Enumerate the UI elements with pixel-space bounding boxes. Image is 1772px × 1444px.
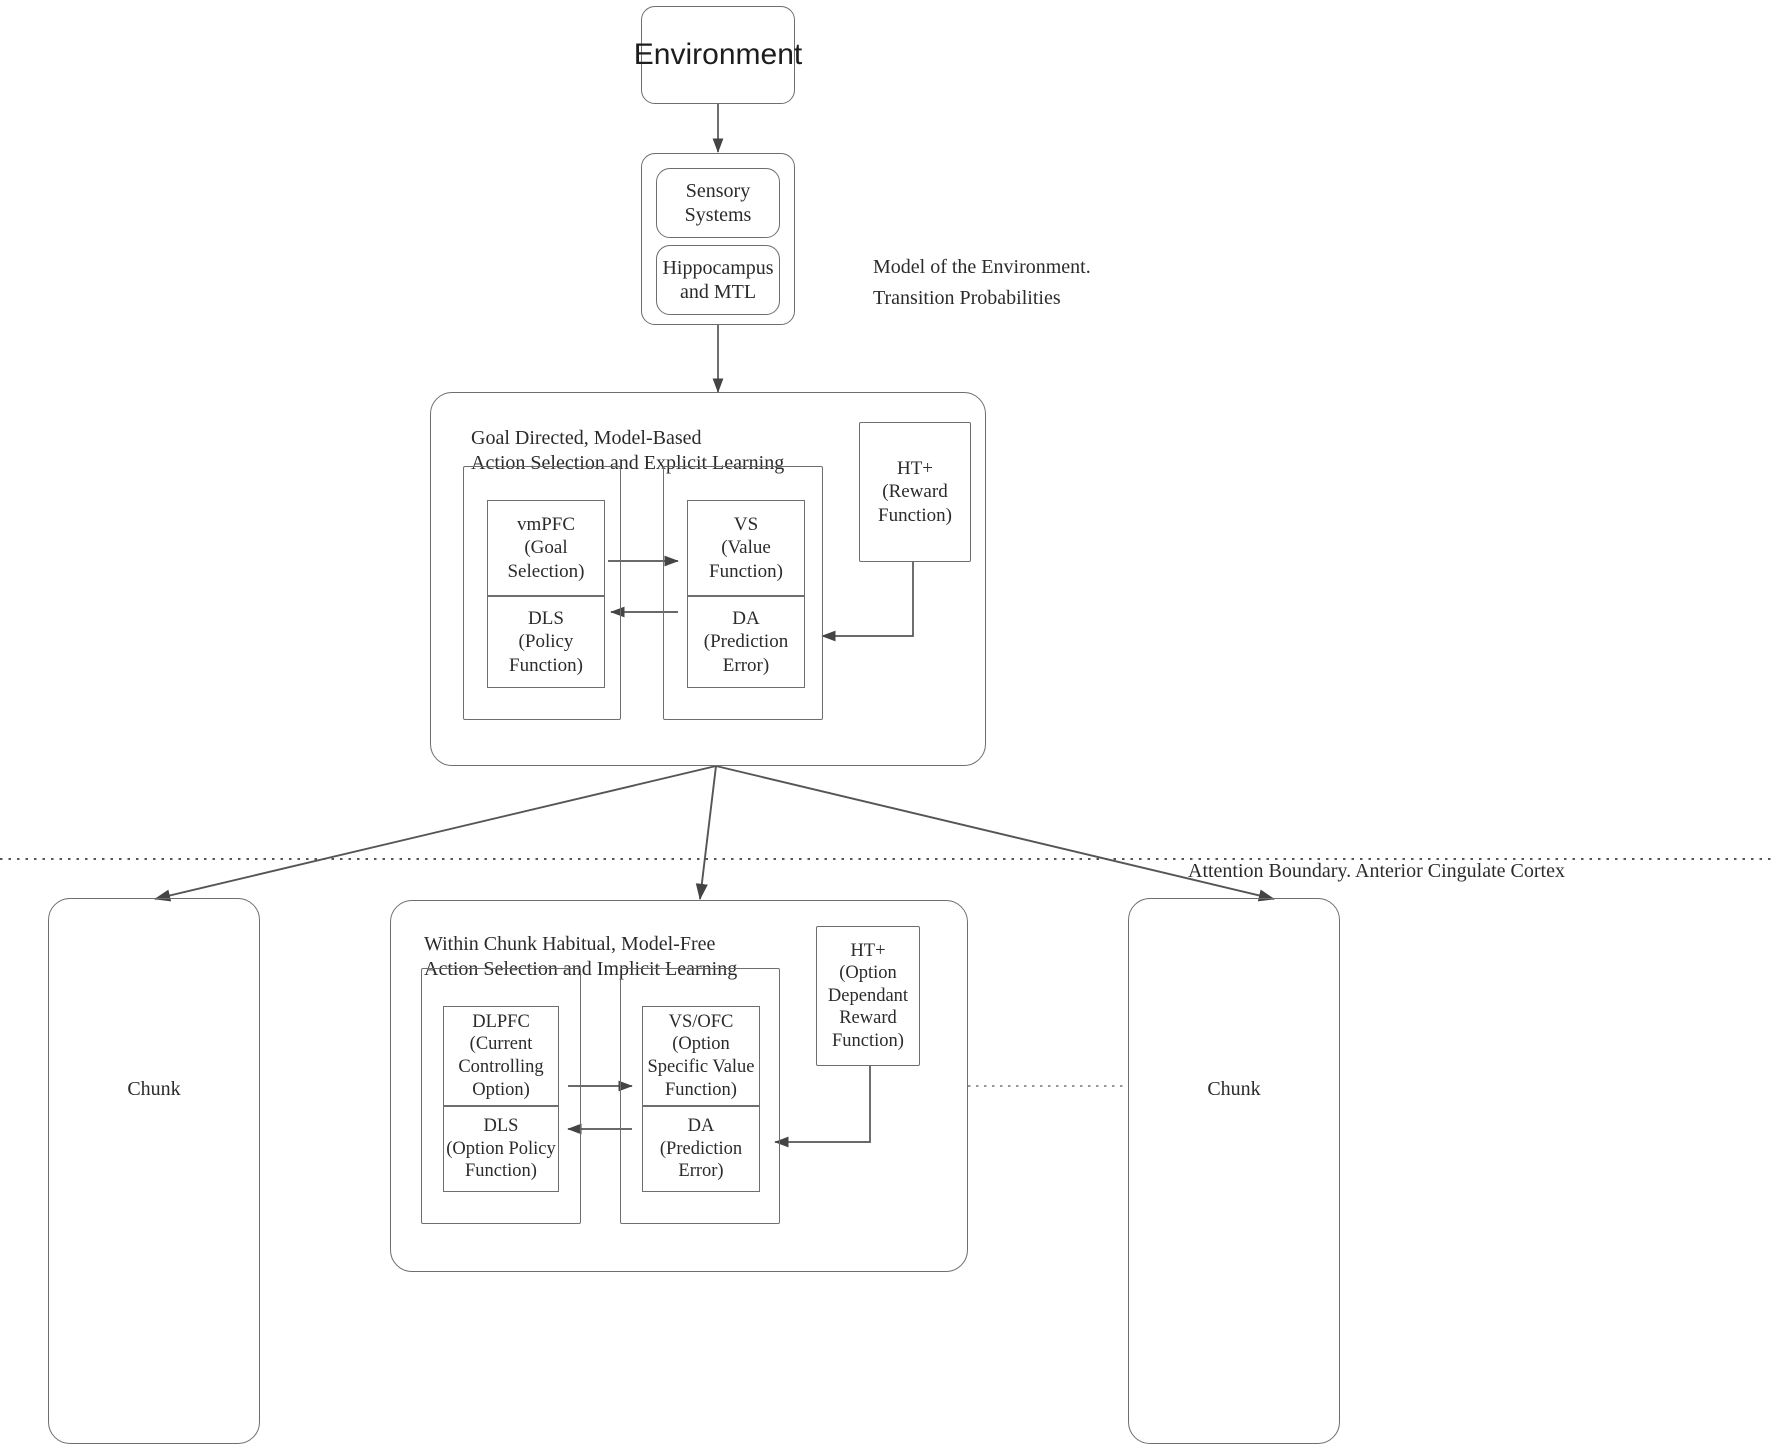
goal-directed-module-title: Goal Directed, Model-Based Action Select… bbox=[471, 427, 785, 474]
goal-left-frame bbox=[463, 466, 621, 720]
habitual-module[interactable] bbox=[390, 900, 968, 1272]
dls-option-policy-node[interactable]: DLS (Option Policy Function) bbox=[443, 1106, 559, 1192]
ht-reward-function-node[interactable]: HT+ (Reward Function) bbox=[859, 422, 971, 562]
sensory-systems-node[interactable]: Sensory Systems bbox=[656, 168, 780, 238]
dls-policy-node[interactable]: DLS (Policy Function) bbox=[487, 596, 605, 688]
dlpfc-label: DLPFC (Current Controlling Option) bbox=[458, 1011, 544, 1100]
sensory-systems-label: Sensory Systems bbox=[684, 179, 752, 226]
right-chunk-node[interactable]: Chunk bbox=[1128, 898, 1340, 1444]
right-chunk-label: Chunk bbox=[1207, 1078, 1261, 1100]
left-chunk-node[interactable]: Chunk bbox=[48, 898, 260, 1444]
habitual-right-frame bbox=[620, 968, 780, 1224]
arrow-module-to-habitual-module bbox=[695, 765, 717, 900]
dls-policy-label: DLS (Policy Function) bbox=[509, 608, 583, 676]
da-prediction-error-label: DA (Prediction Error) bbox=[703, 608, 789, 676]
goal-directed-module[interactable] bbox=[430, 392, 986, 766]
goal-right-frame bbox=[663, 466, 823, 720]
arrow-module-to-left-chunk bbox=[154, 765, 717, 902]
da-prediction-error-option-label: DA (Prediction Error) bbox=[659, 1116, 743, 1182]
attention-boundary-caption: Attention Boundary. Anterior Cingulate C… bbox=[1188, 860, 1565, 882]
perception-container bbox=[641, 153, 795, 325]
vmpfc-label: vmPFC (Goal Selection) bbox=[507, 514, 585, 582]
vs-ofc-label: VS/OFC (Option Specific Value Function) bbox=[647, 1011, 755, 1100]
da-prediction-error-node[interactable]: DA (Prediction Error) bbox=[687, 596, 805, 688]
dls-option-policy-label: DLS (Option Policy Function) bbox=[446, 1116, 556, 1182]
vs-value-node[interactable]: VS (Value Function) bbox=[687, 500, 805, 596]
ht-option-reward-node[interactable]: HT+ (Option Dependant Reward Function) bbox=[816, 926, 920, 1066]
da-prediction-error-option-node[interactable]: DA (Prediction Error) bbox=[642, 1106, 760, 1192]
model-of-environment-annotation: Model of the Environment. Transition Pro… bbox=[873, 256, 1091, 309]
dlpfc-node[interactable]: DLPFC (Current Controlling Option) bbox=[443, 1006, 559, 1106]
ht-option-reward-label: HT+ (Option Dependant Reward Function) bbox=[827, 940, 909, 1051]
vs-value-label: VS (Value Function) bbox=[709, 514, 783, 582]
left-chunk-label: Chunk bbox=[127, 1078, 181, 1100]
ht-reward-function-label: HT+ (Reward Function) bbox=[878, 458, 952, 526]
environment-node[interactable]: Environment bbox=[634, 6, 802, 104]
habitual-left-frame bbox=[421, 968, 581, 1224]
vmpfc-node[interactable]: vmPFC (Goal Selection) bbox=[487, 500, 605, 596]
environment-label: Environment bbox=[633, 37, 803, 71]
hippocampus-mtl-label: Hippocampus and MTL bbox=[662, 256, 774, 303]
vs-ofc-node[interactable]: VS/OFC (Option Specific Value Function) bbox=[642, 1006, 760, 1106]
hippocampus-mtl-node[interactable]: Hippocampus and MTL bbox=[656, 245, 780, 315]
